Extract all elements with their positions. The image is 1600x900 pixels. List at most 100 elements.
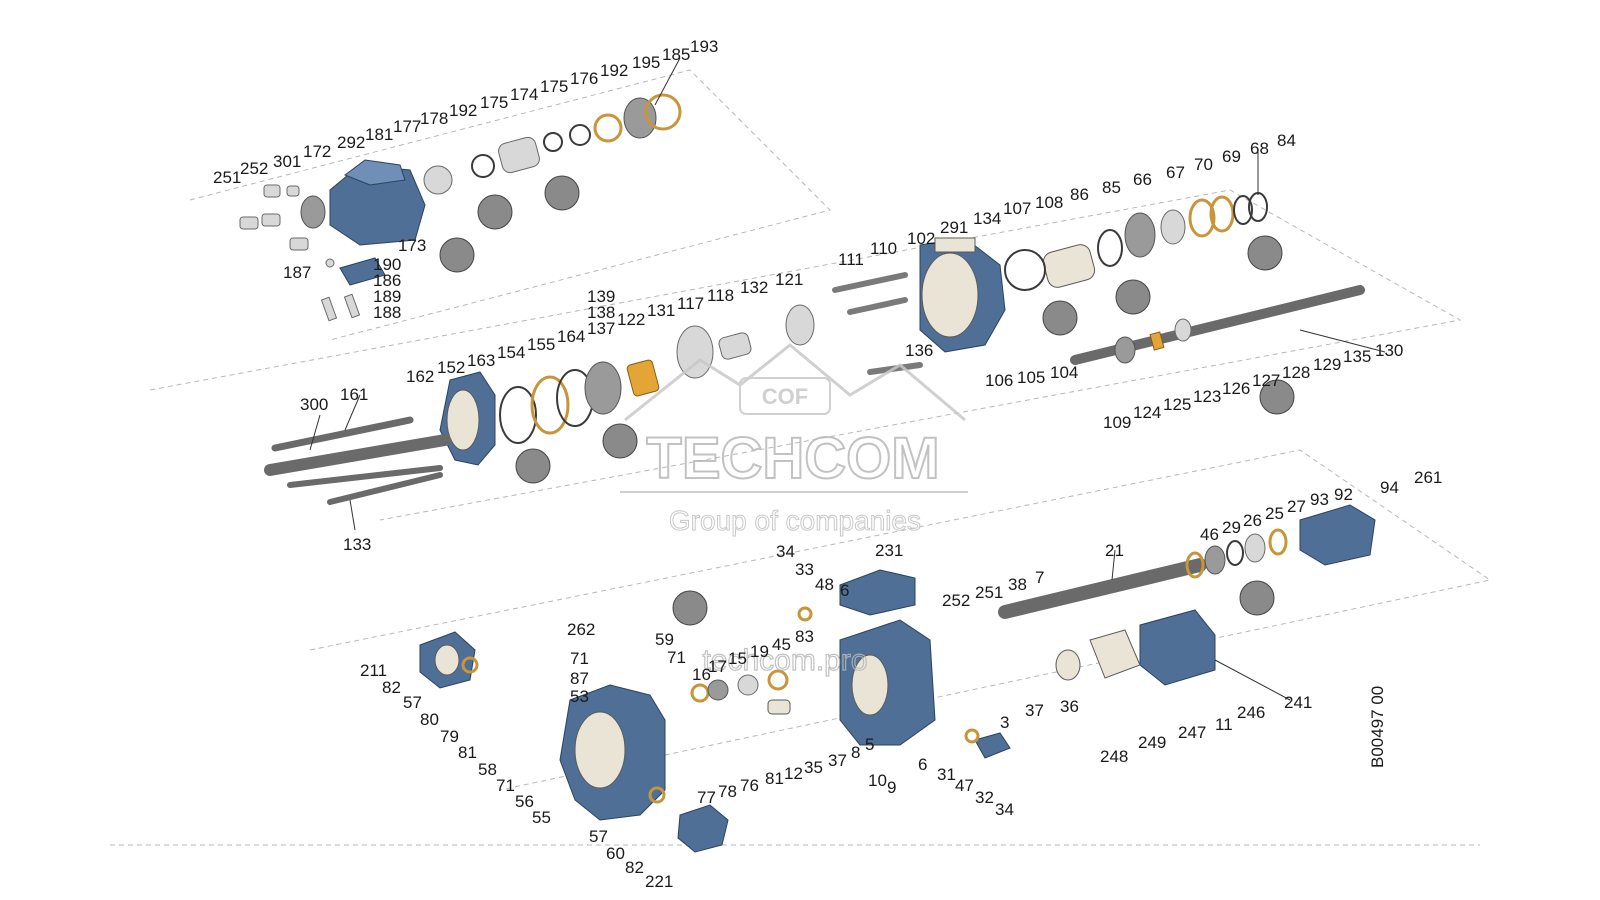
ring-155 [530, 375, 570, 435]
callout-label: 195 [632, 53, 660, 72]
callout-label: 15 [728, 649, 747, 668]
seal-section-badge [1239, 580, 1275, 616]
callout-label: 135 [1343, 347, 1371, 366]
ring-154 [499, 386, 537, 444]
sleeve-248 [1055, 649, 1081, 681]
callout-label: 251 [213, 168, 241, 187]
callout-label: 34 [995, 800, 1014, 819]
ring-82b [648, 786, 666, 804]
callout-label: 8 [851, 743, 860, 762]
callout-label: 121 [775, 270, 803, 289]
callout-label: 68 [1250, 139, 1269, 158]
callout-label: 6 [918, 755, 927, 774]
callout-label: 178 [420, 109, 448, 128]
callout-label: 27 [1287, 497, 1306, 516]
callout-label: 37 [1025, 701, 1044, 720]
rod-110 [847, 297, 908, 315]
callout-label: 185 [662, 45, 690, 64]
callout-label: 67 [1166, 163, 1185, 182]
callout-label: 7 [1035, 568, 1044, 587]
callout-label: 94 [1380, 478, 1399, 497]
plug [289, 237, 309, 251]
callout-label: 38 [1008, 575, 1027, 594]
callout-label: 87 [570, 669, 589, 688]
callout-label: 133 [343, 535, 371, 554]
callout-label: 152 [437, 358, 465, 377]
callout-label: 188 [373, 303, 401, 322]
callout-label: 82 [625, 858, 644, 877]
watermark-badge-text: COF [762, 384, 808, 409]
callout-label: 35 [804, 758, 823, 777]
callout-label: 138 [587, 303, 615, 322]
callout-label: 131 [647, 301, 675, 320]
seal-section-badge [1259, 379, 1295, 415]
callout-label: 162 [406, 367, 434, 386]
ring-93 [1268, 528, 1288, 556]
callout-label: 47 [955, 776, 974, 795]
sleeve-12 [767, 699, 791, 715]
callout-label: 124 [1133, 403, 1161, 422]
callout-label: 247 [1178, 723, 1206, 742]
callout-label: 57 [403, 693, 422, 712]
callout-label: 45 [772, 635, 791, 654]
assembly-planes [110, 69, 1492, 846]
top-assembly [239, 93, 682, 322]
housing-53-face [574, 711, 626, 789]
callout-label: 82 [382, 678, 401, 697]
cover-211-face [434, 644, 460, 676]
callout-label: 127 [1252, 371, 1280, 390]
callout-label: 107 [1003, 199, 1031, 218]
gasket-249 [1089, 629, 1141, 679]
callout-label: 60 [606, 844, 625, 863]
callout-label: 16 [692, 665, 711, 684]
callout-label: 108 [1035, 193, 1063, 212]
callout-label: 231 [875, 541, 903, 560]
callout-label: 9 [887, 778, 896, 797]
callout-label: 3 [1000, 713, 1009, 732]
callout-label: 77 [697, 788, 716, 807]
block-32 [974, 732, 1011, 759]
callout-label: 46 [1200, 525, 1219, 544]
part-66 [1124, 212, 1156, 258]
callout-label: 79 [440, 727, 459, 746]
callout-label: 163 [467, 351, 495, 370]
callout-label: 58 [478, 760, 497, 779]
shaft-300 [264, 434, 451, 476]
callout-label: 262 [567, 620, 595, 639]
housing-3-face [851, 654, 889, 716]
callout-label: 11 [1215, 715, 1233, 734]
ring-26 [1226, 540, 1244, 566]
callout-label: 32 [975, 788, 994, 807]
callout-label: 192 [600, 61, 628, 80]
callout-label: 300 [300, 395, 328, 414]
plug-251 [263, 184, 281, 198]
callout-label: 111 [838, 250, 864, 269]
callout-label: 129 [1313, 355, 1341, 374]
callout-label: 71 [570, 649, 589, 668]
part-45 [737, 674, 759, 696]
callout-label: 78 [718, 782, 737, 801]
callout-label: 17 [708, 657, 727, 676]
callout-label: 110 [870, 239, 897, 258]
ring-108 [1004, 249, 1046, 291]
callout-label: 118 [707, 286, 734, 305]
callout-label: 59 [655, 630, 674, 649]
callout-label: 161 [340, 385, 368, 404]
seal-301 [300, 195, 326, 229]
drawing-code: B00497 00 [1368, 686, 1387, 768]
callout-label: 137 [587, 319, 615, 338]
callout-label: 193 [690, 37, 718, 56]
plug [239, 216, 259, 230]
callout-label: 177 [393, 117, 421, 136]
middle-assembly [264, 192, 1365, 505]
callout-label: 109 [1103, 413, 1131, 432]
ring-46 [1185, 551, 1205, 579]
callout-label: 57 [589, 827, 608, 846]
callout-label: 292 [337, 133, 365, 152]
callout-label: 69 [1222, 147, 1241, 166]
seal-section-badge [672, 590, 708, 626]
part-25 [1244, 533, 1266, 563]
callout-label: 192 [449, 101, 477, 120]
